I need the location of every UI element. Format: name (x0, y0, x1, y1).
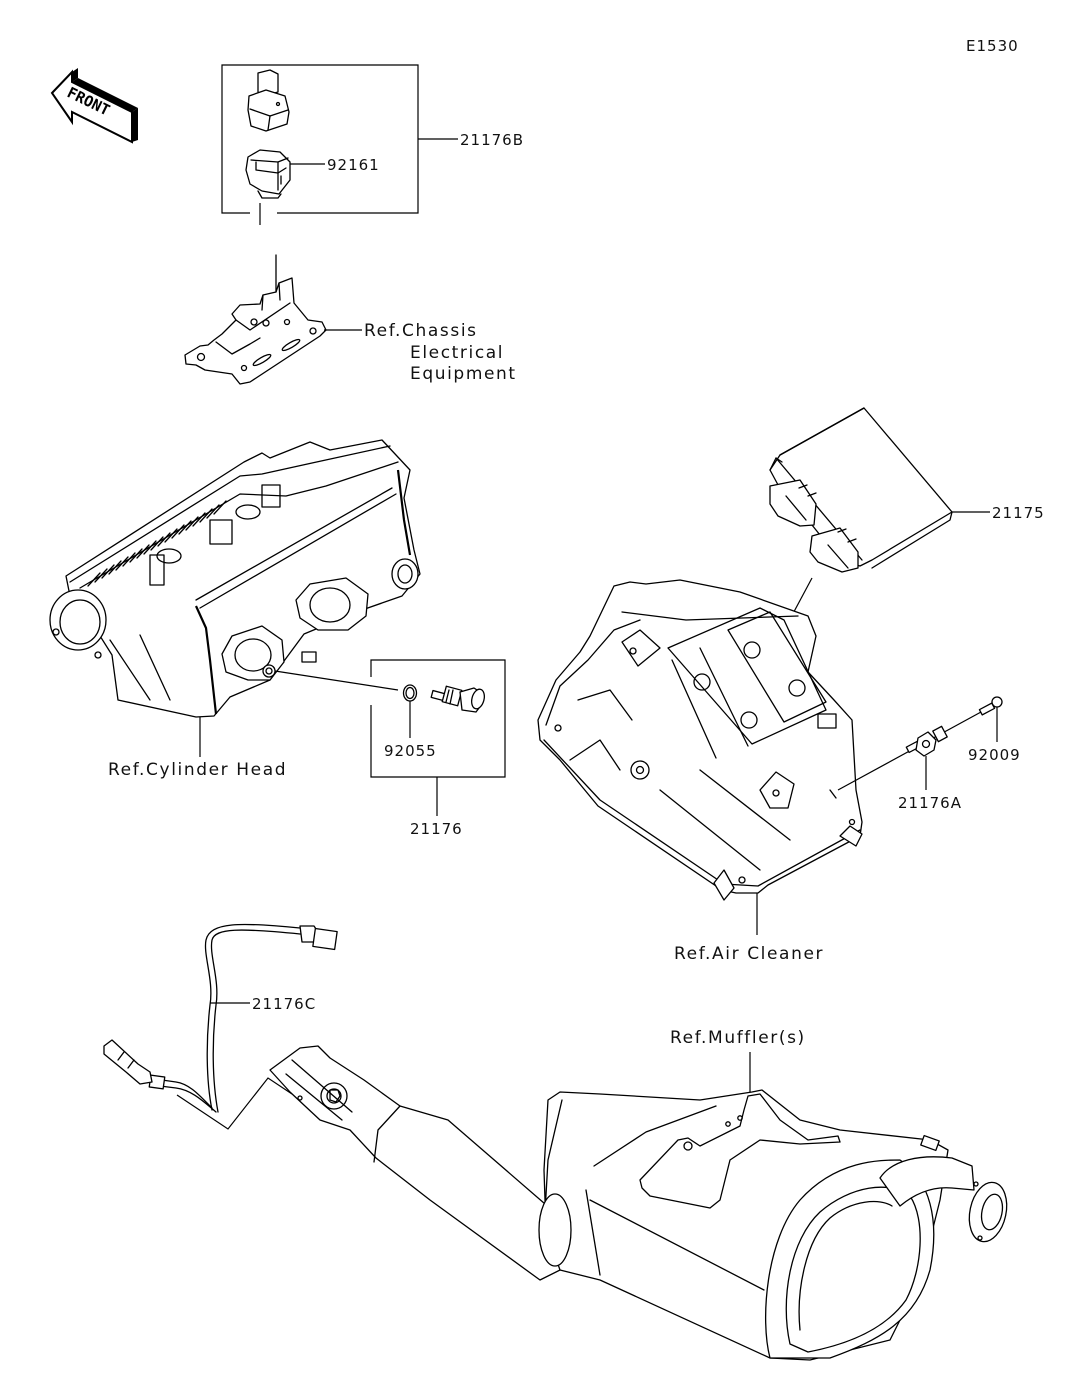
cooling-fins (87, 500, 227, 587)
ref-mufflers[interactable]: Ref.Muffler(s) (670, 1028, 806, 1048)
callout-21176B[interactable]: 21176B (460, 131, 524, 149)
callout-92055[interactable]: 92055 (384, 742, 437, 760)
screw-drawing (978, 696, 1003, 716)
water-temp-sensor-drawing (430, 685, 485, 713)
oxygen-sensor-drawing (103, 923, 338, 1113)
diagram-code: E1530 (966, 37, 1019, 55)
callout-92161[interactable]: 92161 (327, 156, 380, 174)
callout-21175[interactable]: 21175 (992, 504, 1045, 522)
ref-air-cleaner[interactable]: Ref.Air Cleaner (674, 944, 824, 964)
water-temp-sensor-box (274, 659, 506, 816)
callout-92009[interactable]: 92009 (968, 746, 1021, 764)
ref-cylinder-head[interactable]: Ref.Cylinder Head (108, 760, 287, 780)
air-cleaner-drawing (537, 579, 863, 901)
front-arrow-icon: FRONT (50, 68, 138, 144)
ref-chassis-line1[interactable]: Ref.Chassis (364, 321, 478, 341)
cylinder-head-drawing (49, 439, 421, 718)
intake-air-temp-sensor-drawing (905, 725, 948, 757)
ecu-drawing (769, 407, 953, 573)
muffler-drawing (269, 1045, 1008, 1361)
callout-21176[interactable]: 21176 (410, 820, 463, 838)
o-ring-drawing (402, 684, 418, 702)
ref-chassis-line3: Equipment (410, 364, 517, 384)
ref-chassis-line2: Electrical (410, 343, 504, 363)
callout-21176A[interactable]: 21176A (898, 794, 962, 812)
relay-drawing (245, 149, 291, 199)
relay-bracket-drawing (184, 254, 327, 385)
callout-21176C[interactable]: 21176C (252, 995, 316, 1013)
relay-kit-box (221, 64, 458, 225)
relay-connector-drawing (247, 69, 290, 132)
